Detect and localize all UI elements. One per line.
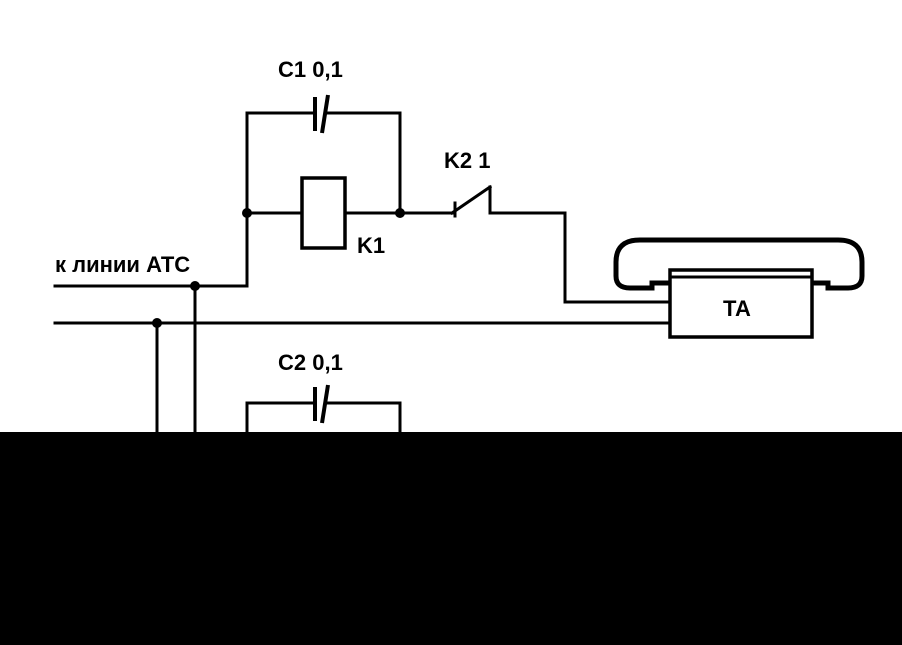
- label-k2: K2 1: [444, 148, 490, 173]
- c1-k1-branch: [242, 94, 405, 288]
- telephone-set: [613, 237, 865, 339]
- junction-dot: [242, 208, 252, 218]
- telephone-base: [668, 268, 814, 339]
- line-wires: [53, 281, 672, 442]
- k2-contact-branch: [398, 184, 672, 304]
- redaction-mask: [0, 432, 902, 645]
- c2-branch: [245, 384, 402, 442]
- label-line-ats: к линии АТС: [55, 252, 190, 277]
- capacitor-c1-plate: [320, 94, 330, 134]
- k2-contact-blade: [449, 184, 493, 216]
- label-ta: ТА: [723, 296, 751, 321]
- label-c1: C1 0,1: [278, 57, 343, 82]
- junction-dot: [152, 318, 162, 328]
- label-c2: C2 0,1: [278, 350, 343, 375]
- label-k1: K1: [357, 233, 385, 258]
- junction-dot: [190, 281, 200, 291]
- capacitor-c2-plate: [320, 384, 330, 424]
- relay-k1-coil: [300, 176, 347, 250]
